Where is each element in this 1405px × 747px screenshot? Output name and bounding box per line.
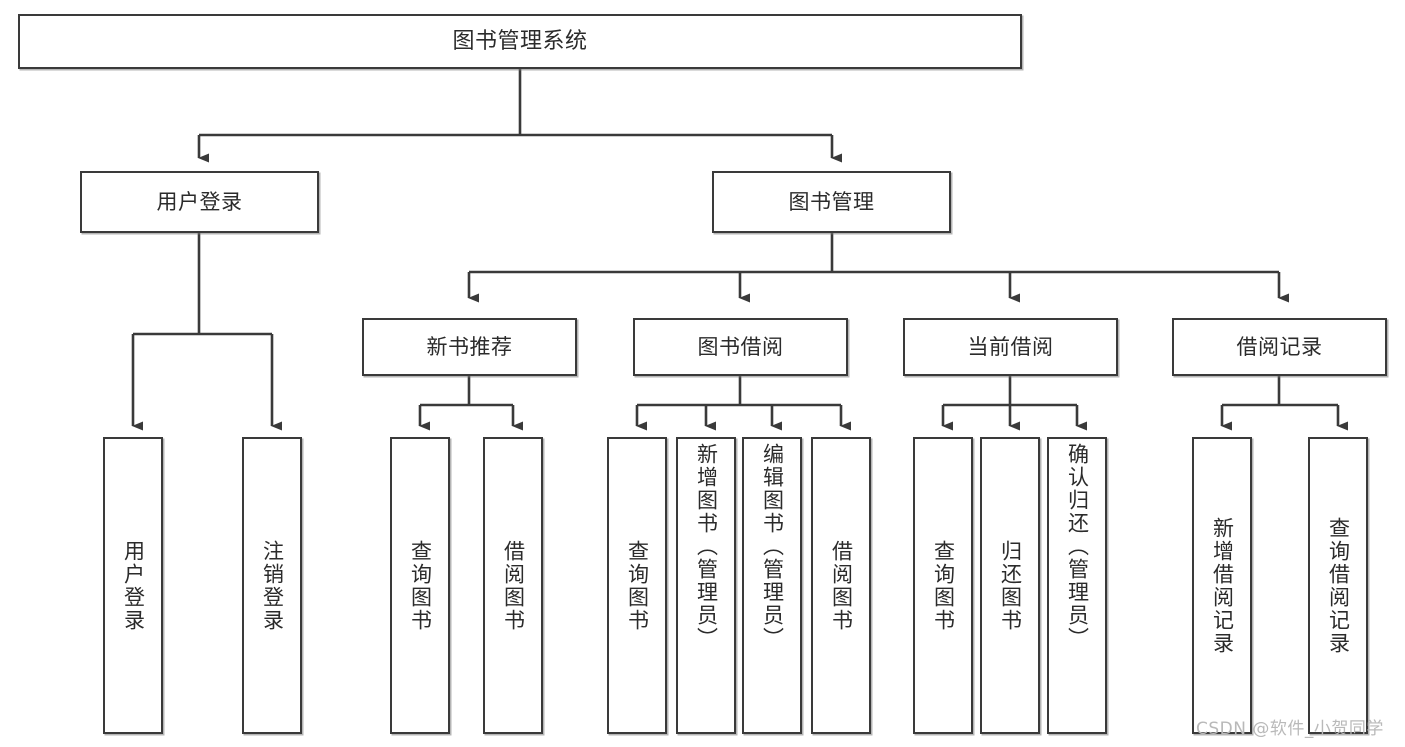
node-leaf-confirm-return-label: 确认归还（管理员） <box>1065 443 1090 650</box>
node-leaf-user-login-label: 用户登录 <box>121 539 146 632</box>
node-leaf-query-book-2-label: 查询图书 <box>625 539 650 632</box>
node-leaf-borrow-book-2[interactable]: 借阅图书 <box>811 437 871 734</box>
node-leaf-edit-book-label: 编辑图书（管理员） <box>760 443 785 650</box>
node-root-label: 图书管理系统 <box>452 28 588 54</box>
node-book-manage[interactable]: 图书管理 <box>712 171 951 233</box>
node-leaf-query-book-1[interactable]: 查询图书 <box>390 437 450 734</box>
node-leaf-confirm-return[interactable]: 确认归还（管理员） <box>1047 437 1107 734</box>
node-user-login[interactable]: 用户登录 <box>80 171 319 233</box>
node-leaf-borrow-book-1-label: 借阅图书 <box>501 539 526 632</box>
node-leaf-add-record[interactable]: 新增借阅记录 <box>1192 437 1252 734</box>
node-leaf-add-book-label: 新增图书（管理员） <box>694 443 719 650</box>
node-borrow-record[interactable]: 借阅记录 <box>1172 318 1387 376</box>
watermark-text: CSDN @软件_小贺同学 <box>1196 719 1384 739</box>
node-current-borrow-label: 当前借阅 <box>967 334 1054 359</box>
node-root[interactable]: 图书管理系统 <box>18 14 1022 69</box>
node-borrow-record-label: 借阅记录 <box>1236 334 1323 359</box>
node-user-login-label: 用户登录 <box>156 189 243 214</box>
node-leaf-borrow-book-1[interactable]: 借阅图书 <box>483 437 543 734</box>
node-leaf-add-book[interactable]: 新增图书（管理员） <box>676 437 736 734</box>
node-leaf-logout-login[interactable]: 注销登录 <box>242 437 302 734</box>
node-leaf-query-book-3[interactable]: 查询图书 <box>913 437 973 734</box>
node-leaf-query-book-2[interactable]: 查询图书 <box>607 437 667 734</box>
node-book-borrow[interactable]: 图书借阅 <box>633 318 848 376</box>
node-leaf-logout-login-label: 注销登录 <box>260 539 285 632</box>
node-leaf-user-login[interactable]: 用户登录 <box>103 437 163 734</box>
node-book-borrow-label: 图书借阅 <box>697 334 784 359</box>
node-book-manage-label: 图书管理 <box>788 189 875 214</box>
node-current-borrow[interactable]: 当前借阅 <box>903 318 1118 376</box>
node-new-book-rec-label: 新书推荐 <box>426 334 513 359</box>
node-leaf-query-book-3-label: 查询图书 <box>931 539 956 632</box>
node-new-book-rec[interactable]: 新书推荐 <box>362 318 577 376</box>
node-leaf-return-book-label: 归还图书 <box>998 539 1023 632</box>
node-leaf-add-record-label: 新增借阅记录 <box>1210 516 1235 655</box>
node-leaf-query-record[interactable]: 查询借阅记录 <box>1308 437 1368 734</box>
node-leaf-edit-book[interactable]: 编辑图书（管理员） <box>742 437 802 734</box>
node-leaf-return-book[interactable]: 归还图书 <box>980 437 1040 734</box>
node-leaf-borrow-book-2-label: 借阅图书 <box>829 539 854 632</box>
node-leaf-query-record-label: 查询借阅记录 <box>1326 516 1351 655</box>
node-leaf-query-book-1-label: 查询图书 <box>408 539 433 632</box>
